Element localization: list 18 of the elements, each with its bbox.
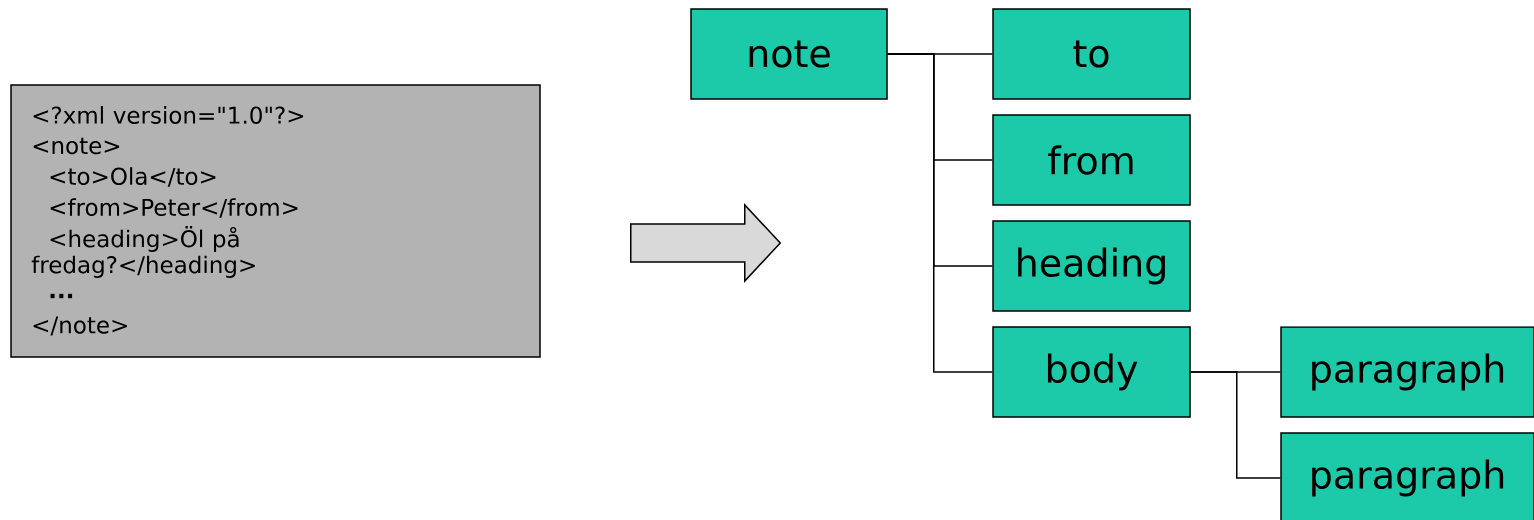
code-line: <to>Ola</to>	[50, 167, 216, 187]
tree-box: paragraph	[1280, 432, 1534, 520]
tree-box: from	[992, 114, 1191, 206]
connector-line	[887, 53, 993, 373]
code-line: <note>	[33, 137, 120, 155]
connector-line	[1190, 371, 1281, 479]
code-line: <from>Peter</from>	[50, 198, 298, 218]
tree-box: note	[690, 8, 888, 100]
code-box	[10, 84, 541, 358]
tree-box: body	[992, 326, 1191, 418]
code-line: <heading>Öl på fredag?</heading>	[31, 226, 255, 278]
code-line: </note>	[33, 316, 127, 336]
block-arrow	[630, 203, 782, 283]
code-line: <?xml version="1.0"?>	[33, 106, 304, 124]
tree-box: to	[992, 8, 1191, 100]
tree-box: paragraph	[1280, 326, 1534, 418]
tree-box: heading	[992, 220, 1191, 312]
code-line: ...	[50, 293, 73, 299]
